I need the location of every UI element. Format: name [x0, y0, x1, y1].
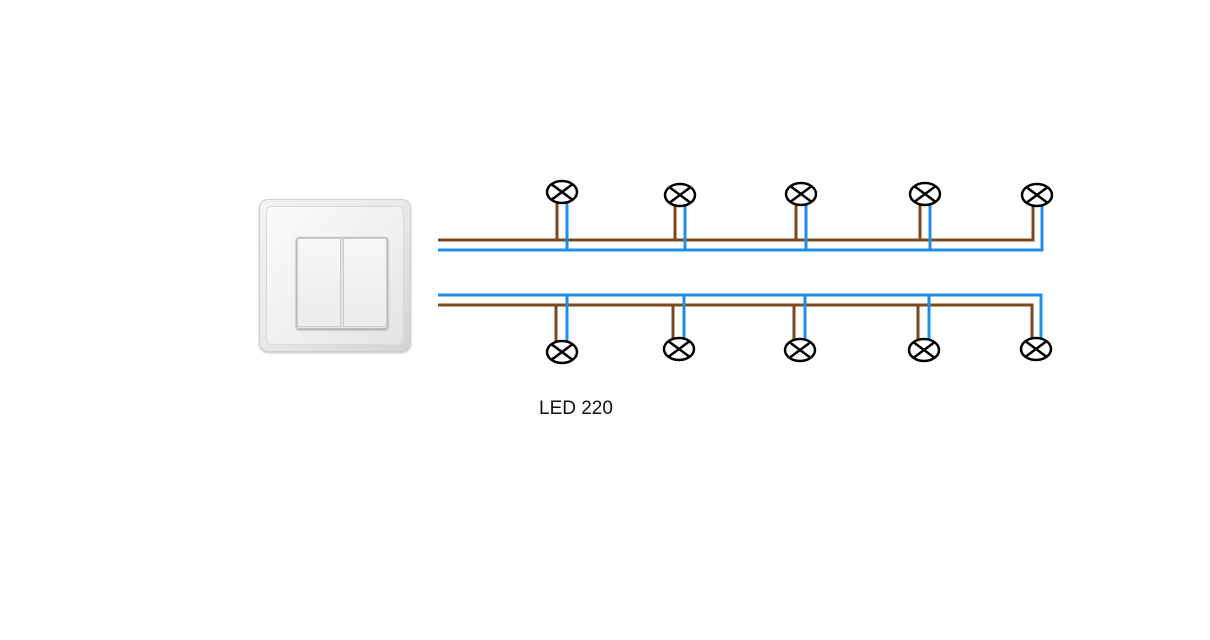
lamp-cross-line — [1025, 186, 1049, 204]
double-switch-icon — [259, 199, 411, 352]
lamp-cross-circle-icon — [663, 182, 697, 208]
lamp-cross-circle-icon — [783, 337, 817, 363]
lamp-cross-circle-icon — [784, 181, 818, 207]
lamp-cross-line — [1024, 340, 1048, 358]
switch-rocker-frame — [296, 237, 388, 329]
lamp-cross-line — [913, 185, 937, 203]
lamp-cross-circle-icon — [907, 337, 941, 363]
lamp-cross-line — [550, 343, 574, 361]
switch-inner-frame — [266, 206, 404, 345]
lamp-cross-line — [667, 340, 691, 358]
switch-rocker-left — [297, 238, 341, 327]
lamp-cross-circle-icon — [908, 181, 942, 207]
lamp-cross-line — [912, 341, 936, 359]
lamp-cross-line — [550, 183, 574, 201]
lamp-cross-circle-icon — [545, 179, 579, 205]
lamp-cross-line — [788, 341, 812, 359]
lamp-cross-line — [668, 186, 692, 204]
lamp-cross-circle-icon — [662, 336, 696, 362]
lamp-cross-line — [789, 185, 813, 203]
lamp-cross-circle-icon — [545, 339, 579, 365]
lamp-cross-circle-icon — [1019, 336, 1053, 362]
switch-rocker-right — [343, 238, 387, 327]
led-caption: LED 220 — [539, 398, 613, 419]
lamp-cross-circle-icon — [1020, 182, 1054, 208]
